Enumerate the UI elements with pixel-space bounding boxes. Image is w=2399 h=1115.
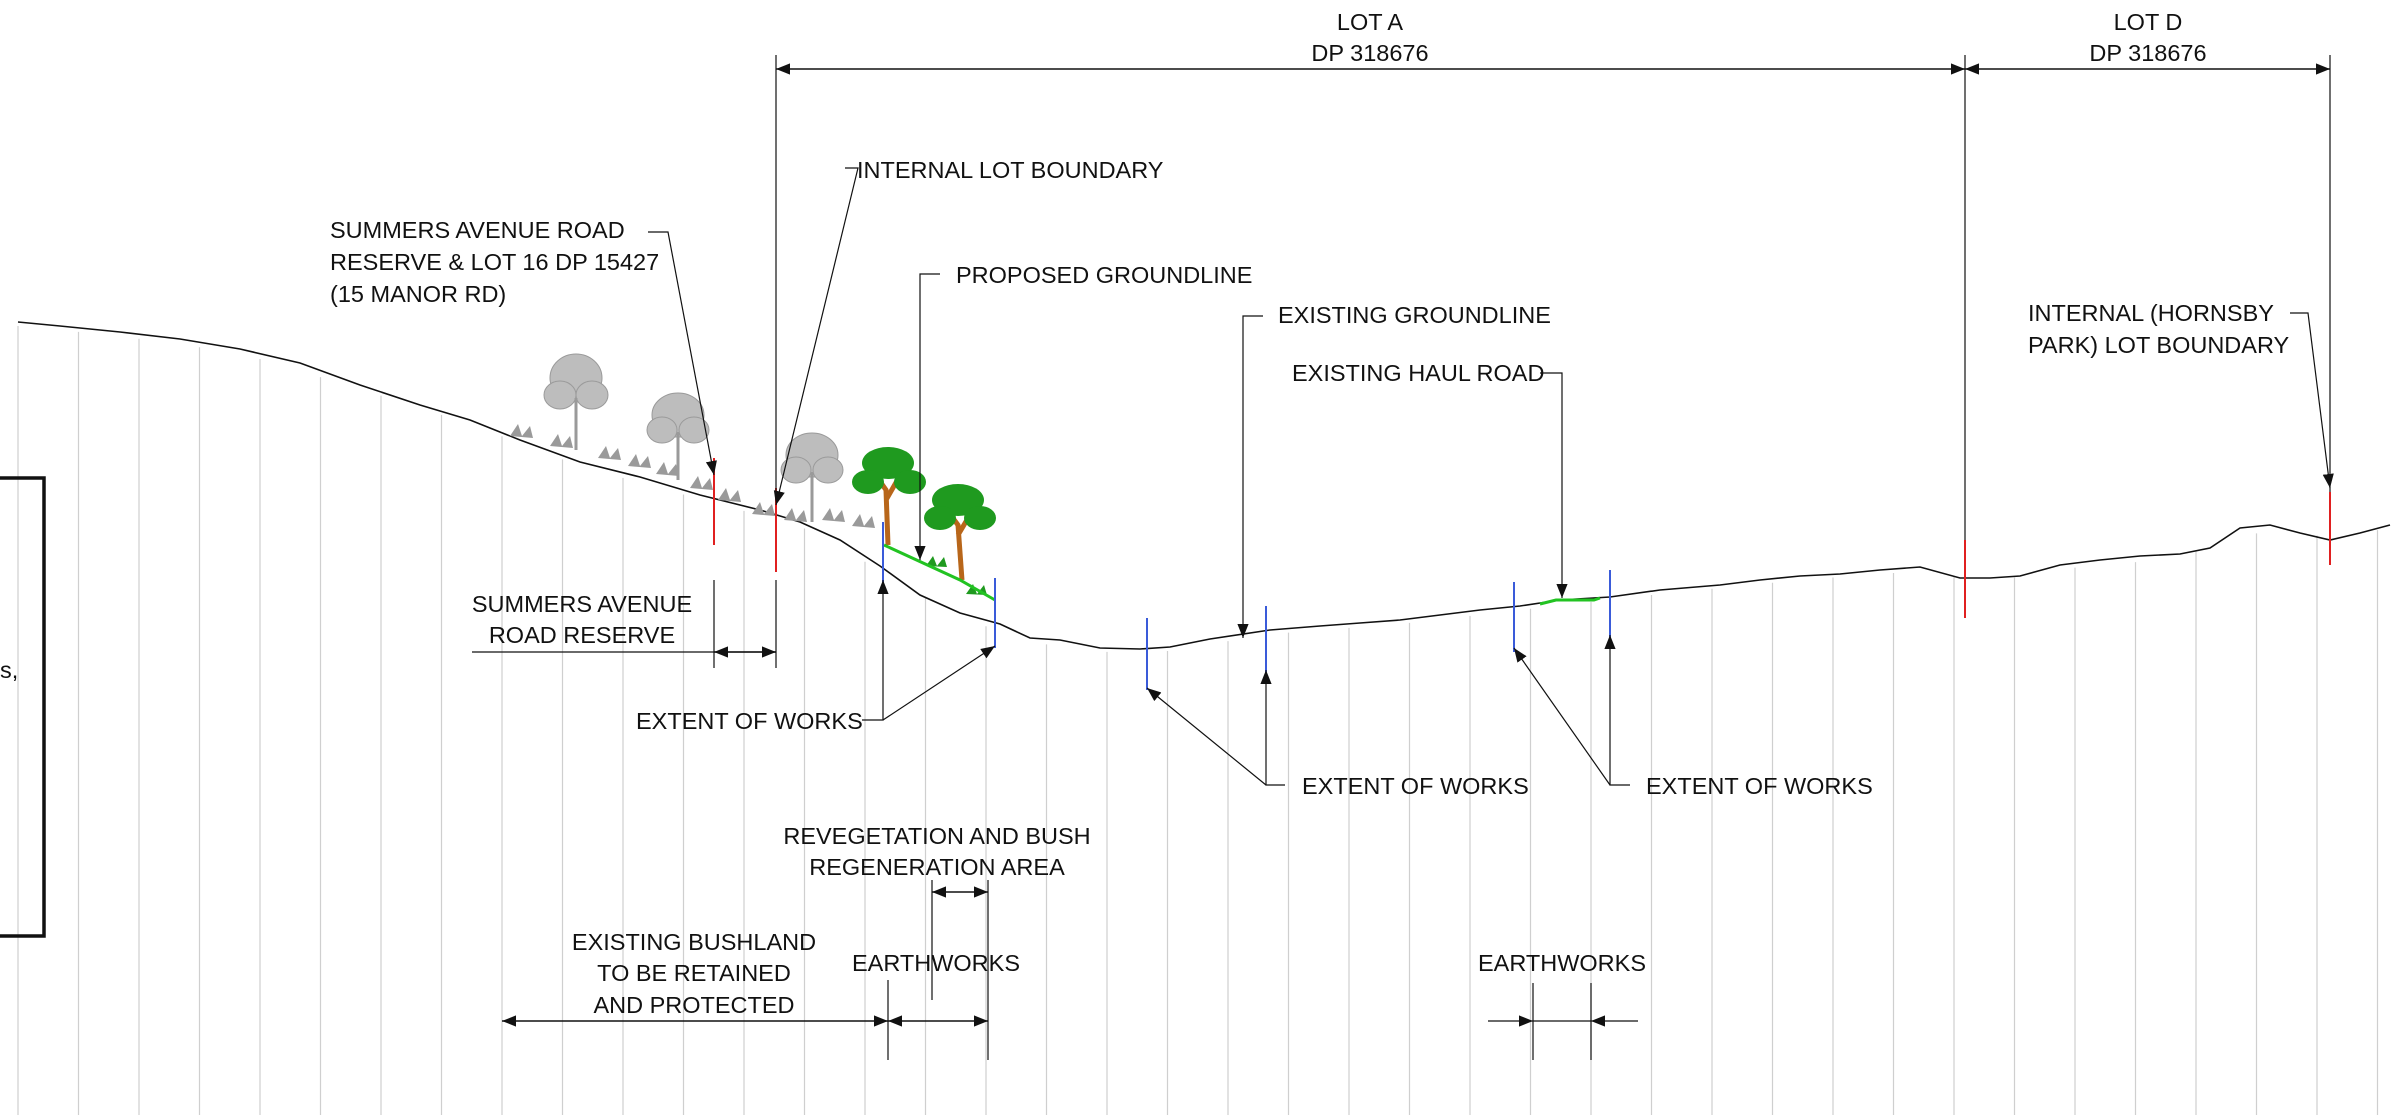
lot-boundary-markers xyxy=(713,458,2331,618)
existing-tree-icon xyxy=(543,353,609,450)
dimension-text-line1: SUMMERS AVENUE xyxy=(472,591,692,617)
callout-text: EXTENT OF WORKS xyxy=(1302,773,1529,799)
shrub-icon xyxy=(784,508,807,522)
existing-tree-icon xyxy=(780,432,844,522)
leader-line xyxy=(2290,312,2334,489)
leader-line xyxy=(1604,635,1630,786)
dimension-text-line2: REGENERATION AREA xyxy=(809,854,1065,880)
callout-extent-of-works-2: EXTENT OF WORKS xyxy=(1146,670,1529,799)
existing-trees xyxy=(543,353,844,522)
callout-text-line1: SUMMERS AVENUE ROAD xyxy=(330,217,625,243)
shrub-icon xyxy=(822,508,845,522)
left-edge-frame xyxy=(0,476,46,938)
dimension-text-line2: ROAD RESERVE xyxy=(489,622,675,648)
lot-a-title: LOT A xyxy=(1337,9,1404,35)
proposed-tree-icon xyxy=(924,484,996,581)
callout-extent-of-works-1: EXTENT OF WORKS xyxy=(636,580,996,734)
proposed-haul-road-surface xyxy=(1539,596,1601,606)
shrub-icon xyxy=(550,434,573,448)
callout-text-line2: RESERVE & LOT 16 DP 15427 xyxy=(330,249,659,275)
leader-line xyxy=(648,231,717,476)
callout-summers-reserve-lot16: SUMMERS AVENUE ROAD RESERVE & LOT 16 DP … xyxy=(330,217,717,476)
existing-shrubs xyxy=(510,424,875,528)
revegetation-area-dimension: REVEGETATION AND BUSH REGENERATION AREA xyxy=(783,823,1091,1060)
leader-line xyxy=(1237,315,1263,638)
callout-existing-groundline: EXISTING GROUNDLINE xyxy=(1237,302,1551,638)
callout-text: EXTENT OF WORKS xyxy=(636,708,863,734)
callout-extent-of-works-3: EXTENT OF WORKS xyxy=(1513,635,1873,799)
callout-text: EXISTING GROUNDLINE xyxy=(1278,302,1551,328)
callout-existing-haul-road: EXISTING HAUL ROAD xyxy=(1292,360,1568,598)
callout-text-line3: (15 MANOR RD) xyxy=(330,281,506,307)
callout-text: PROPOSED GROUNDLINE xyxy=(956,262,1252,288)
shrub-icon xyxy=(718,488,741,502)
extent-markers xyxy=(882,522,1611,690)
dimension-text: EARTHWORKS xyxy=(1478,950,1646,976)
lot-d-dp: DP 318676 xyxy=(2089,40,2206,66)
dimension-text-line2: TO BE RETAINED xyxy=(597,960,791,986)
shrub-icon xyxy=(752,502,775,516)
shrub-icon xyxy=(598,446,621,460)
left-edge-text-fragment: s, xyxy=(0,657,18,683)
existing-bushland-dimension: EXISTING BUSHLAND TO BE RETAINED AND PRO… xyxy=(502,929,889,1060)
existing-groundline xyxy=(17,321,2391,650)
dimension-text: EARTHWORKS xyxy=(852,950,1020,976)
leader-line xyxy=(1146,687,1267,786)
callout-text: INTERNAL LOT BOUNDARY xyxy=(857,157,1164,183)
lot-dimensions: LOT A DP 318676 LOT D DP 318676 xyxy=(775,9,2331,540)
shrub-icon xyxy=(628,454,651,468)
leader-line xyxy=(1513,647,1611,786)
summers-avenue-road-reserve-dimension: SUMMERS AVENUE ROAD RESERVE xyxy=(472,580,777,668)
leader-line xyxy=(773,167,859,506)
earthworks-dimension-2: EARTHWORKS xyxy=(1478,950,1646,1060)
proposed-groundline xyxy=(883,543,996,602)
callout-proposed-groundline: PROPOSED GROUNDLINE xyxy=(914,262,1252,560)
section-grid-lines xyxy=(17,326,2379,1115)
shrub-icon xyxy=(690,476,713,490)
callout-text: EXTENT OF WORKS xyxy=(1646,773,1873,799)
lot-d-title: LOT D xyxy=(2114,9,2183,35)
leader-line xyxy=(1540,372,1568,598)
leader-line xyxy=(914,273,940,560)
dimension-text-line1: REVEGETATION AND BUSH xyxy=(783,823,1090,849)
existing-tree-icon xyxy=(646,392,710,480)
callout-internal-hornsby: INTERNAL (HORNSBY PARK) LOT BOUNDARY xyxy=(2028,300,2334,489)
earthworks-dimension-1: EARTHWORKS xyxy=(852,950,1020,1027)
dimension-text-line1: EXISTING BUSHLAND xyxy=(572,929,816,955)
proposed-trees xyxy=(852,447,996,595)
dimension-text-line3: AND PROTECTED xyxy=(593,992,794,1018)
shrub-icon xyxy=(926,556,947,567)
lot-a-dp: DP 318676 xyxy=(1311,40,1428,66)
callout-text: EXISTING HAUL ROAD xyxy=(1292,360,1544,386)
leader-line xyxy=(882,645,996,721)
callout-text-line1: INTERNAL (HORNSBY xyxy=(2028,300,2274,326)
proposed-tree-icon xyxy=(852,447,926,546)
shrub-icon xyxy=(510,424,533,438)
shrub-icon xyxy=(656,462,679,476)
leader-line xyxy=(1260,670,1285,786)
shrub-icon xyxy=(852,514,875,528)
callout-internal-lot-boundary: INTERNAL LOT BOUNDARY xyxy=(773,157,1164,506)
callout-text-line2: PARK) LOT BOUNDARY xyxy=(2028,332,2289,358)
